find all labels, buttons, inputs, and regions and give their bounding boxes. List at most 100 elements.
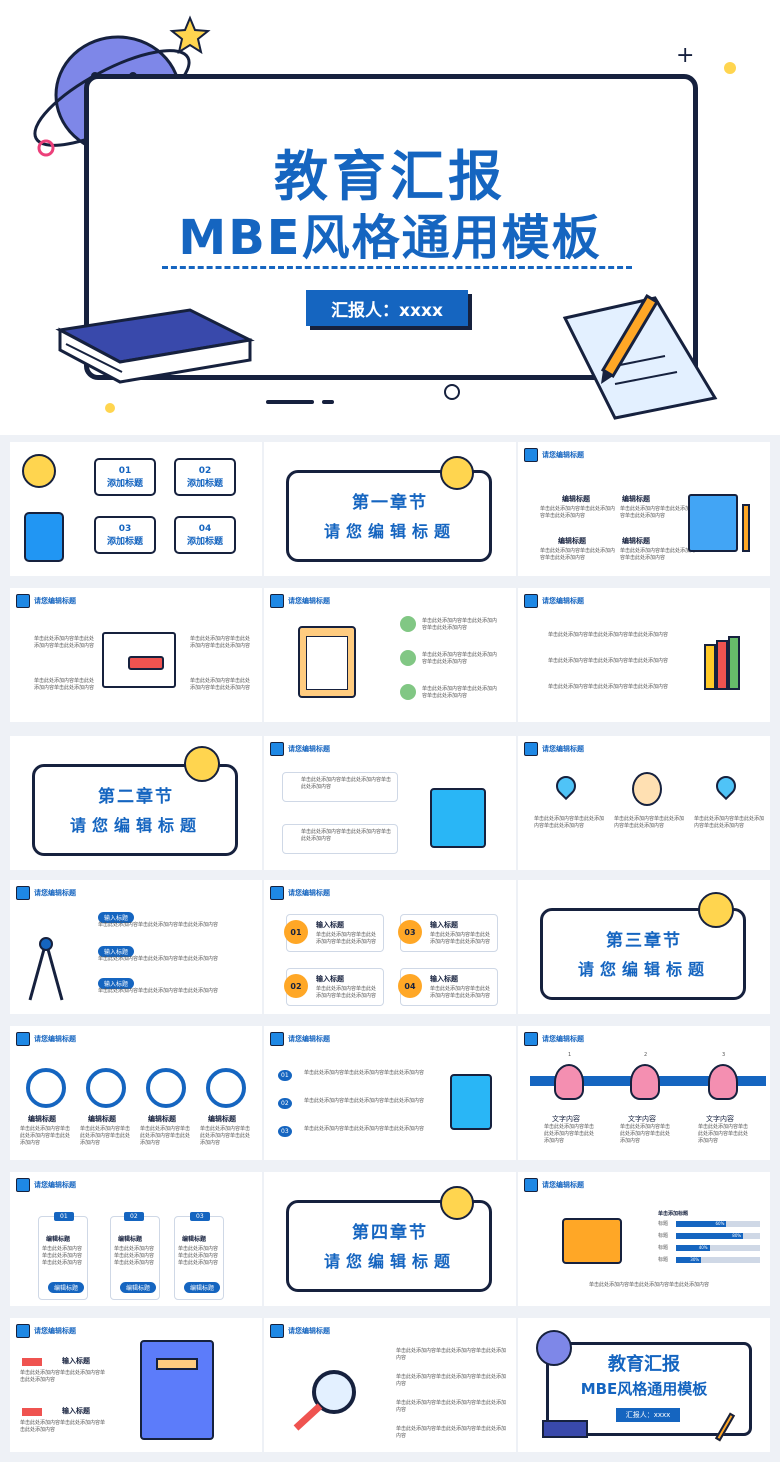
title-pill: 输入标题	[98, 946, 135, 957]
slide-8[interactable]: 请您编辑标题 单击此处添加内容单击此处添加内容单击此处添加内容 单击此处添加内容…	[264, 736, 516, 870]
final-frame	[546, 1342, 752, 1436]
slide-14[interactable]: 请您编辑标题 01 02 03 单击此处添加内容单击此处添加内容单击此处添加内容…	[264, 1026, 516, 1160]
slide-19[interactable]: 请您编辑标题 输入标题 单击此处添加内容单击此处添加内容单击此处添加内容 输入标…	[10, 1318, 262, 1452]
slide-10[interactable]: 请您编辑标题 输入标题 单击此处添加内容单击此处添加内容单击此处添加内容 输入标…	[10, 880, 262, 1014]
number-tag: 02	[124, 1212, 144, 1221]
progress-label: 标题	[658, 1245, 669, 1251]
body-text: 单击此处添加内容单击此处添加内容单击此处添加内容	[396, 1374, 507, 1387]
body-text: 单击此处添加内容单击此处添加内容单击此处添加内容	[316, 986, 377, 999]
body-text: 单击此处添加内容单击此处添加内容单击此处添加内容	[430, 986, 491, 999]
notebook-icon	[140, 1340, 214, 1440]
slide-chapter-4[interactable]: 第四章节 请您编辑标题	[264, 1172, 516, 1306]
title-pill: 输入标题	[98, 978, 135, 989]
slide-final[interactable]: 教育汇报 MBE风格通用模板 汇报人：xxxx	[518, 1318, 770, 1452]
body-text: 单击此处添加内容单击此处添加内容单击此处添加内容	[396, 1348, 507, 1361]
books-icon	[55, 308, 255, 384]
book-icon	[688, 494, 738, 552]
slide-header: 请您编辑标题	[34, 889, 76, 897]
step-number: 3	[722, 1052, 726, 1058]
slide-header: 请您编辑标题	[288, 745, 330, 753]
header-icon	[270, 1032, 284, 1046]
progress-label: 标题	[658, 1257, 669, 1263]
notebook-label	[156, 1358, 198, 1370]
text-card: 单击此处添加内容单击此处添加内容单击此处添加内容	[282, 824, 398, 854]
slide-16[interactable]: 请您编辑标题 01 02 03 编辑标题 编辑标题 编辑标题 单击此处添加内容单…	[10, 1172, 262, 1306]
slide-5[interactable]: 请您编辑标题 单击此处添加内容单击此处添加内容单击此处添加内容 单击此处添加内容…	[264, 588, 516, 722]
edit-button[interactable]: 编辑标题	[48, 1282, 85, 1293]
chapter-subtitle: 请您编辑标题	[577, 960, 710, 979]
student-avatar-icon	[708, 1064, 738, 1100]
progress-label: 标题	[658, 1233, 669, 1239]
notebook-icon	[24, 512, 64, 562]
item-label: 输入标题	[316, 921, 344, 929]
slide-chapter-2[interactable]: 第二章节 请您编辑标题	[10, 736, 262, 870]
header-icon	[16, 1178, 30, 1192]
final-reporter-badge: 汇报人：xxxx	[616, 1408, 680, 1422]
slide-chapter-3[interactable]: 第三章节 请您编辑标题	[518, 880, 770, 1014]
pin-circle-icon	[206, 1068, 246, 1108]
body-text: 单击此处添加内容单击此处添加内容单击此处添加内容	[304, 1070, 425, 1076]
slide-3[interactable]: 请您编辑标题 编辑标题 编辑标题 编辑标题 编辑标题 单击此处添加内容单击此处添…	[518, 442, 770, 576]
slide-9[interactable]: 请您编辑标题 单击此处添加内容单击此处添加内容单击此处添加内容 单击此处添加内容…	[518, 736, 770, 870]
chapter-title: 第四章节	[352, 1223, 428, 1243]
sun-face-icon	[440, 1186, 474, 1220]
body-text: 单击此处添加内容单击此处添加内容单击此处添加内容	[34, 636, 95, 649]
cover-slide[interactable]: + 教育汇报 MBE风格通用模板 汇报人：xxxx	[0, 0, 780, 435]
location-pin-icon	[551, 771, 581, 801]
slide-chapter-1[interactable]: 第一章节 请您编辑标题	[264, 442, 516, 576]
chapter-title: 第二章节	[98, 787, 174, 807]
paper-pencil-icon	[562, 293, 718, 420]
slide-13[interactable]: 请您编辑标题 编辑标题 编辑标题 编辑标题 编辑标题 单击此处添加内容单击此处添…	[10, 1026, 262, 1160]
star-icon	[169, 15, 211, 55]
body-text: 单击此处添加内容单击此处添加内容单击此处添加内容	[422, 618, 498, 631]
chapter-title: 第三章节	[606, 931, 682, 951]
body-text: 单击此处添加内容单击此处添加内容单击此处添加内容	[98, 988, 219, 994]
bars-title: 单击添加标题	[658, 1211, 689, 1217]
item-label: 编辑标题	[208, 1115, 236, 1123]
book-spine-icon	[704, 644, 716, 690]
slide-15[interactable]: 请您编辑标题 1 2 3 文字内容 文字内容 文字内容 单击此处添加内容单击此处…	[518, 1026, 770, 1160]
body-text: 单击此处添加内容单击此处添加内容单击此处添加内容	[304, 1098, 425, 1104]
student-avatar-icon	[630, 1064, 660, 1100]
slide-header: 请您编辑标题	[542, 745, 584, 753]
body-text: 单击此处添加内容单击此处添加内容单击此处添加内容	[178, 1246, 219, 1266]
slide-4[interactable]: 请您编辑标题 单击此处添加内容单击此处添加内容单击此处添加内容 单击此处添加内容…	[10, 588, 262, 722]
number-badge: 04	[398, 974, 422, 998]
header-icon	[524, 1032, 538, 1046]
edit-button[interactable]: 编辑标题	[120, 1282, 157, 1293]
slide-20[interactable]: 请您编辑标题 单击此处添加内容单击此处添加内容单击此处添加内容 单击此处添加内容…	[264, 1318, 516, 1452]
progress-fill: 80%	[676, 1233, 744, 1239]
compass-icon	[28, 937, 64, 1001]
slide-header: 请您编辑标题	[288, 1327, 330, 1335]
final-title: 教育汇报	[608, 1354, 680, 1375]
location-pin-icon	[711, 771, 741, 801]
progress-track: 60%	[676, 1221, 760, 1227]
slide-header: 请您编辑标题	[288, 597, 330, 605]
slide-11[interactable]: 请您编辑标题 01 03 02 04 输入标题 输入标题 输入标题 输入标题 单…	[264, 880, 516, 1014]
number-badge: 01	[284, 920, 308, 944]
body-text: 单击此处添加内容单击此处添加内容单击此处添加内容	[396, 1426, 507, 1439]
body-text: 单击此处添加内容单击此处添加内容单击此处添加内容	[588, 1282, 709, 1288]
body-text: 单击此处添加内容单击此处添加内容单击此处添加内容	[80, 1126, 131, 1146]
item-label: 输入标题	[62, 1407, 90, 1415]
slide-6[interactable]: 请您编辑标题 单击此处添加内容单击此处添加内容单击此处添加内容 单击此处添加内容…	[518, 588, 770, 722]
header-icon	[16, 594, 30, 608]
progress-value: 80%	[732, 1233, 742, 1238]
edit-button[interactable]: 编辑标题	[184, 1282, 221, 1293]
item-label: 输入标题	[316, 975, 344, 983]
body-text: 单击此处添加内容单击此处添加内容单击此处添加内容	[301, 777, 392, 790]
item-label: 编辑标题	[622, 495, 650, 503]
header-icon	[524, 448, 538, 462]
slide-header: 请您编辑标题	[34, 1035, 76, 1043]
step-label: 文字内容	[552, 1115, 580, 1123]
body-text: 单击此处添加内容单击此处添加内容单击此处添加内容	[140, 1126, 191, 1146]
body-text: 单击此处添加内容单击此处添加内容单击此处添加内容	[190, 636, 251, 649]
